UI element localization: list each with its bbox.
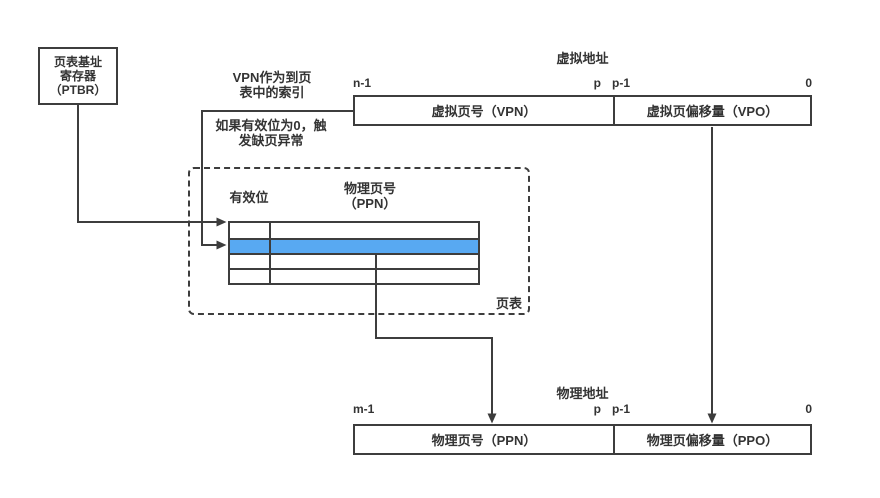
ptbr-box-line2: 寄存器 [59, 69, 96, 83]
valid-bit-cell [230, 223, 271, 238]
vpn-field: 虚拟页号（VPN） [355, 97, 615, 124]
page-fault-note-line1: 如果有效位为0，触 [215, 118, 327, 133]
page-table-row-1 [230, 223, 478, 238]
ptbr-box-line3: （PTBR） [49, 83, 107, 97]
va-bit-label-p: p [593, 76, 601, 90]
ptbr-box-line1: 页表基址 [53, 55, 102, 69]
pa-bit-label-p: p [593, 402, 601, 416]
ppn-cell [271, 270, 478, 283]
virtual-address-box: 虚拟页号（VPN） 虚拟页偏移量（VPO） [353, 95, 812, 126]
ppn-header-line2: （PPN） [343, 196, 397, 211]
valid-bit-header: 有效位 [229, 190, 269, 205]
vpn-index-note: VPN作为到页 表中的索引 [196, 70, 348, 100]
ppn-header-line1: 物理页号 [343, 181, 396, 196]
va-bit-label-0: 0 [805, 76, 812, 90]
page-table-label: 页表 [495, 296, 522, 311]
vpn-index-note-line2: 表中的索引 [239, 85, 305, 100]
valid-bit-cell [230, 240, 271, 253]
page-table-row-3 [230, 253, 478, 268]
va-bit-label-p-1: p-1 [612, 76, 630, 90]
page-fault-note-line2: 发缺页异常 [238, 133, 304, 148]
ppn-cell [271, 240, 478, 253]
valid-bit-cell [230, 270, 271, 283]
page-table-row-4 [230, 268, 478, 283]
virtual-address-title: 虚拟地址 [556, 51, 609, 66]
pa-bit-label-m-1: m-1 [353, 402, 375, 416]
physical-address-title: 物理地址 [556, 386, 609, 401]
valid-bit-cell [230, 255, 271, 268]
pa-ppo-field: 物理页偏移量（PPO） [646, 433, 779, 448]
ppn-header: 物理页号 （PPN） [308, 181, 432, 211]
pa-ppn-field: 物理页号（PPN） [355, 426, 615, 453]
vpo-field: 虚拟页偏移量（VPO） [646, 104, 779, 119]
va-bit-label-n-1: n-1 [353, 76, 371, 90]
pa-bit-label-p-1: p-1 [612, 402, 630, 416]
ppn-cell [271, 223, 478, 238]
pa-bit-label-0: 0 [805, 402, 812, 416]
page-fault-note: 如果有效位为0，触 发缺页异常 [185, 118, 357, 148]
page-table [228, 221, 480, 285]
physical-address-box: 物理页号（PPN） 物理页偏移量（PPO） [353, 424, 812, 455]
ppn-cell [271, 255, 478, 268]
ptbr-box: 页表基址 寄存器 （PTBR） [38, 47, 118, 105]
vpn-index-note-line1: VPN作为到页 [232, 70, 312, 85]
page-table-row-2-highlighted [230, 238, 478, 253]
page-table-container [188, 167, 530, 315]
